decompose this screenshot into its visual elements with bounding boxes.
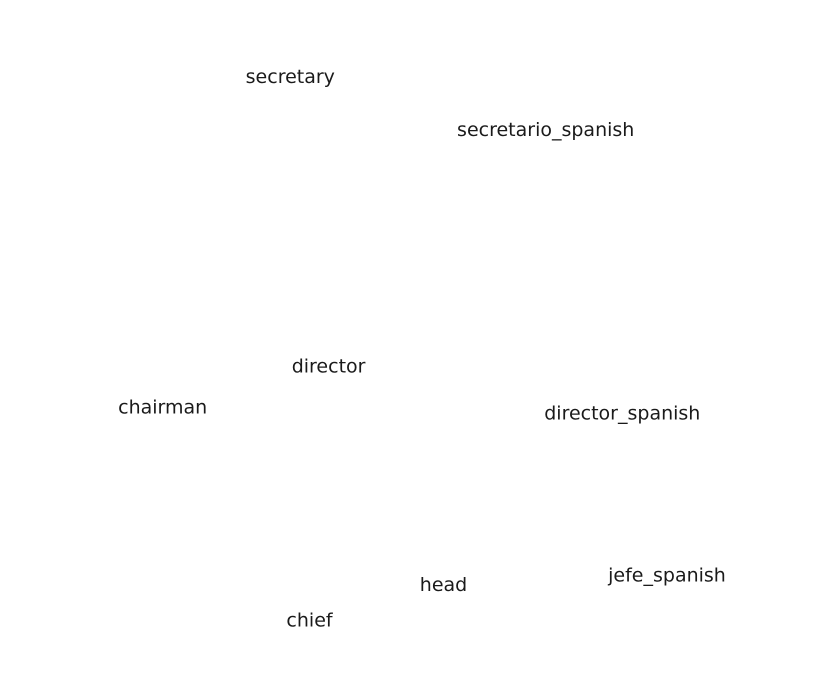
point-label-head: head xyxy=(420,574,467,596)
point-label-secretary: secretary xyxy=(246,66,335,88)
point-label-director: director xyxy=(292,355,366,377)
point-label-director-spanish: director_spanish xyxy=(544,403,700,425)
point-labels: secretary secretario_spanish director chair… xyxy=(118,66,726,632)
point-label-chairman: chairman xyxy=(118,397,207,419)
point-label-secretario-spanish: secretario_spanish xyxy=(457,119,634,141)
point-label-jefe-spanish: jefe_spanish xyxy=(607,565,726,587)
point-label-chief: chief xyxy=(286,609,333,631)
